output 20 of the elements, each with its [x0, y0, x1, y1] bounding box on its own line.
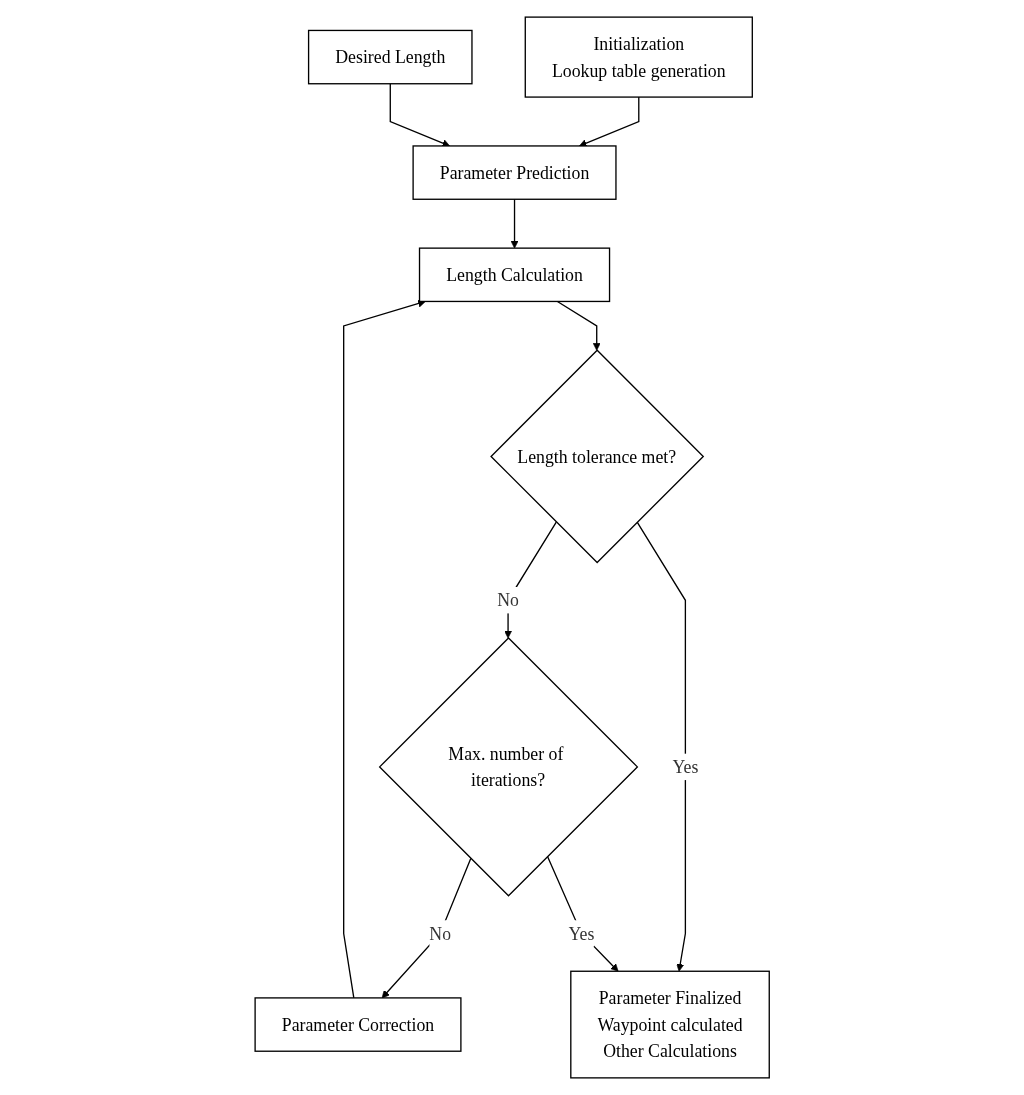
arrow [342, 299, 426, 999]
node-box: Initialization Lookup table generation [524, 16, 753, 98]
edge-label: No [497, 590, 519, 611]
node-box: Length Calculation [418, 247, 611, 303]
arrow [546, 855, 619, 972]
node-box: Parameter Correction [254, 997, 462, 1052]
arrow [389, 83, 450, 147]
arrow [636, 521, 686, 972]
edge-label: No [429, 923, 451, 944]
node-diamond: Max. number of iterations? [378, 637, 639, 897]
arrow [556, 300, 601, 351]
arrow [578, 96, 640, 147]
node-box: Parameter Prediction [412, 145, 617, 200]
edge-label: Yes [568, 923, 595, 944]
node-box: Desired Length [307, 29, 473, 85]
arrow [381, 857, 472, 999]
edge-label: Yes [672, 757, 699, 777]
node-diamond: Length tolerance met? [489, 349, 705, 564]
node-box: Parameter Finalized Waypoint calculated Other Calculations [569, 970, 770, 1079]
arrow [510, 198, 519, 249]
